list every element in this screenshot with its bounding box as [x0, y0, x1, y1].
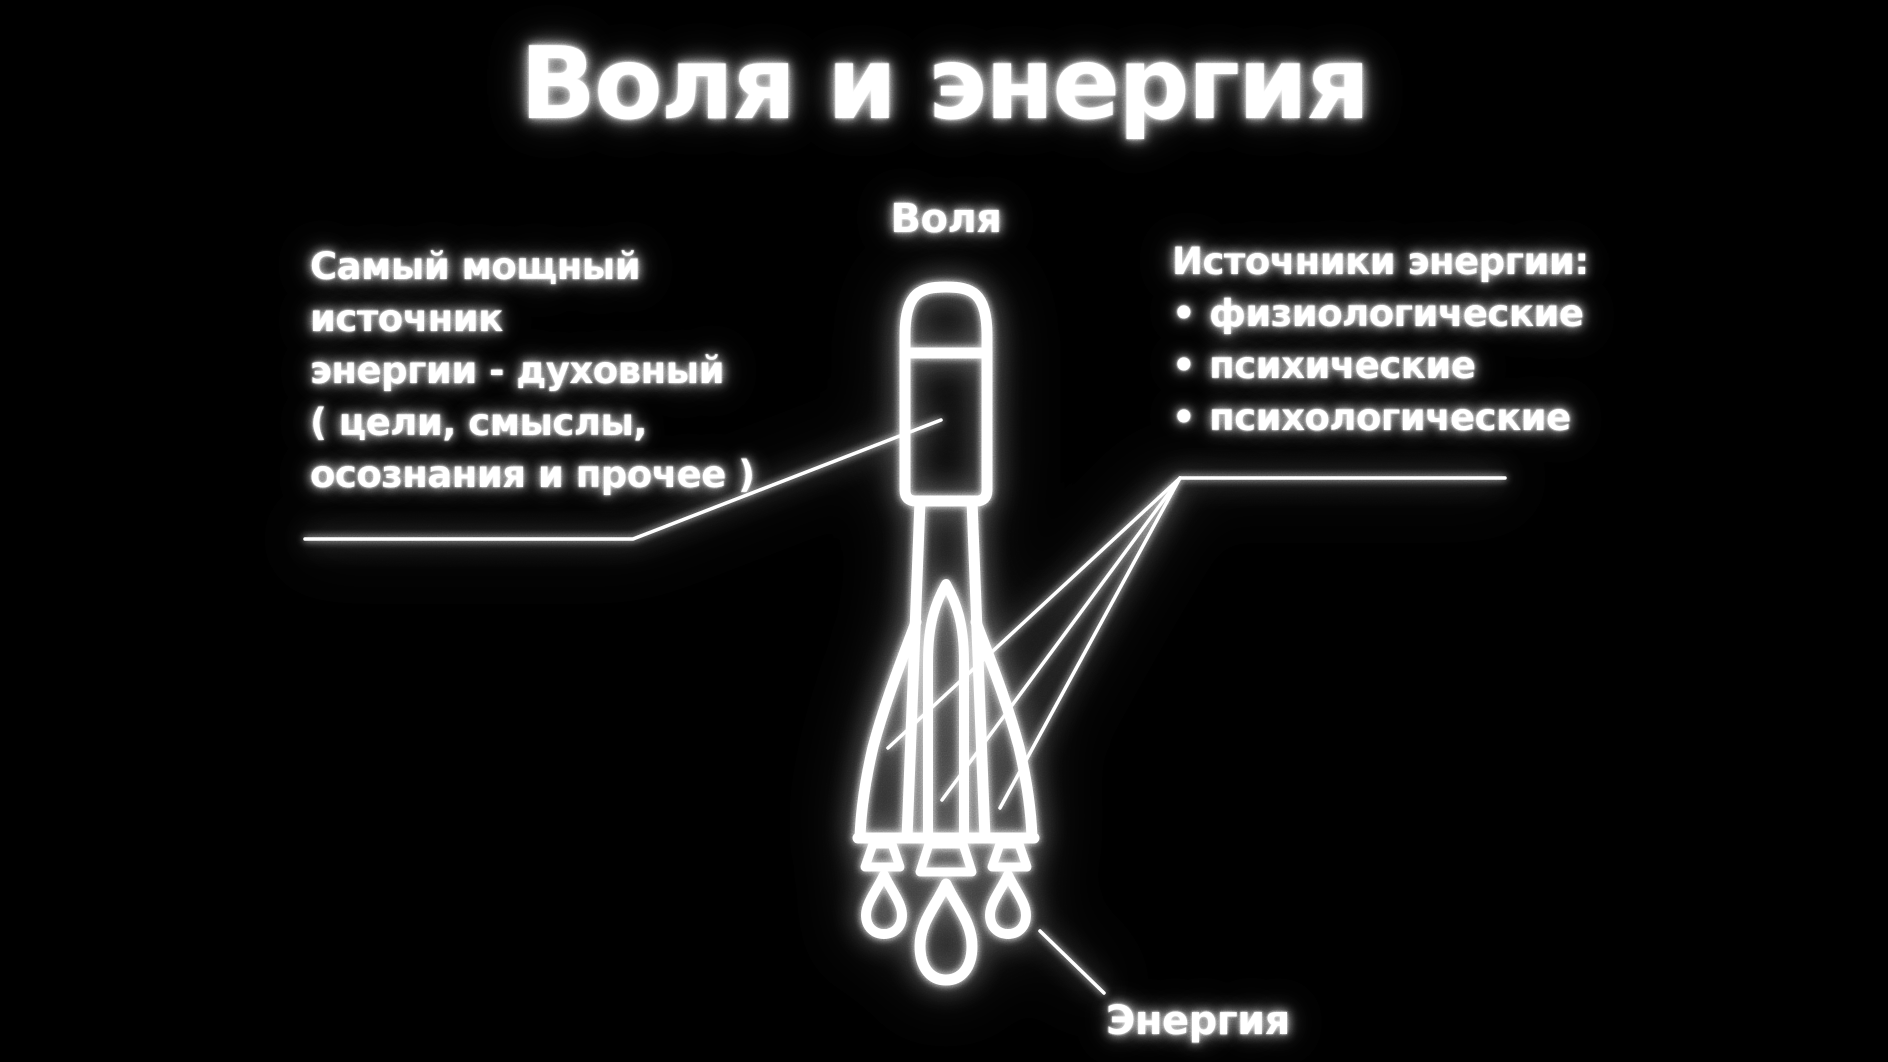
flame-right — [985, 870, 1031, 939]
engine-nozzle-center — [915, 839, 977, 877]
flame-left — [861, 870, 907, 939]
core-left-wall — [901, 495, 926, 844]
engine-nozzle-right — [987, 839, 1032, 872]
center-booster-arch — [923, 579, 969, 843]
engine-nozzle-left — [860, 839, 905, 872]
flame-center — [914, 878, 978, 986]
rocket-nose-and-body — [899, 281, 993, 507]
leader-line-right-to-right-booster — [998, 476, 1182, 810]
leader-line-left-note — [303, 418, 943, 541]
leader-line-energy — [1038, 929, 1106, 995]
rocket-energy-label: Энергия — [1106, 998, 1290, 1044]
